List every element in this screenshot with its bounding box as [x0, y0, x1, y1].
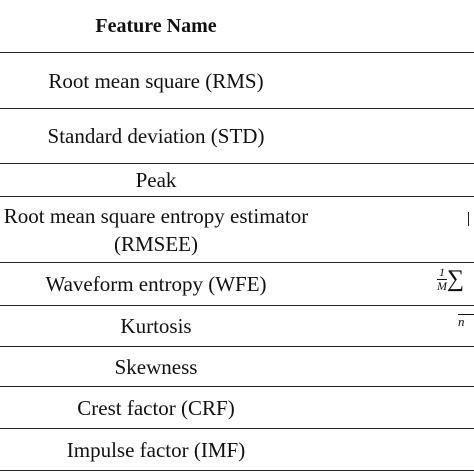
table-row: Root mean square (RMS) [0, 53, 312, 108]
table-row: Root mean square entropy estimator (RMSE… [0, 197, 312, 262]
wfe-fraction-denominator: M [437, 279, 447, 293]
kurtosis-formula-fragment: n [458, 314, 474, 329]
wfe-formula-fragment: 1 M ∑ [437, 266, 464, 293]
kurtosis-denominator: n [458, 314, 465, 329]
formula-fragment-bar [468, 212, 470, 226]
table-rule [0, 262, 474, 264]
wfe-fraction-numerator: 1 [437, 265, 447, 280]
feature-name: Standard deviation (STD) [47, 124, 265, 148]
feature-name: Waveform entropy (WFE) [45, 272, 267, 296]
table-rule [0, 386, 474, 388]
feature-name: Impulse factor (IMF) [66, 437, 246, 462]
table-rule-top [0, 52, 474, 54]
feature-name: Root mean square (RMS) [48, 68, 264, 93]
table-row: Standard deviation (STD) [0, 109, 312, 163]
table-row: Impulse factor (IMF) [0, 429, 312, 470]
feature-name: Skewness [114, 354, 198, 379]
table-row: Kurtosis [0, 306, 312, 346]
table-row: Skewness [0, 347, 312, 386]
feature-name: Peak [135, 168, 177, 192]
feature-name: Crest factor (CRF) [77, 395, 235, 420]
table-rule [0, 305, 474, 307]
table-row: Peak [0, 164, 312, 196]
table-rule [0, 196, 474, 198]
sigma-symbol: ∑ [447, 266, 465, 292]
feature-name: Kurtosis [120, 314, 192, 338]
table-rule [0, 428, 474, 430]
table-row: Waveform entropy (WFE) [0, 263, 312, 305]
feature-name-line1: Root mean square entropy estimator [3, 203, 309, 228]
table-row: Crest factor (CRF) [0, 387, 312, 428]
wfe-fraction: 1 M [437, 266, 447, 293]
column-header-feature-name: Feature Name [95, 15, 217, 37]
table-rule [0, 108, 474, 110]
feature-name-line2: (RMSEE) [114, 231, 198, 256]
table-rule [0, 346, 474, 348]
table-rule-bottom [0, 470, 474, 472]
table-rule [0, 163, 474, 165]
